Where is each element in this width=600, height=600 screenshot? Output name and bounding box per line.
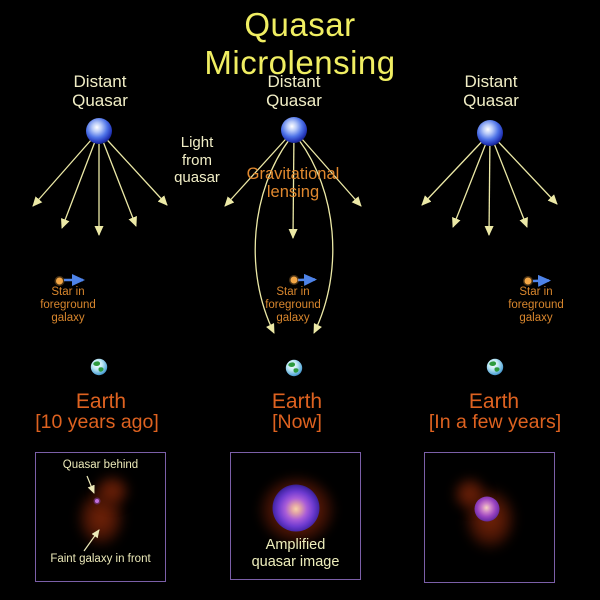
distant-quasar-label-future: Distant Quasar xyxy=(463,72,519,110)
earth-icon-past xyxy=(90,358,108,376)
earth-icon-future xyxy=(486,358,504,376)
galaxy-blob xyxy=(88,469,136,513)
observation-panel-now: Amplified quasar image xyxy=(230,452,361,580)
light-rays-future xyxy=(421,132,558,236)
star-motion-arrow xyxy=(532,274,551,287)
star-past xyxy=(54,274,85,286)
star-foreground-label-now: Star in foreground galaxy xyxy=(265,286,321,324)
star-glow xyxy=(289,275,299,285)
star-dot-icon xyxy=(56,277,63,285)
star-glow xyxy=(54,276,65,286)
observation-panel-past: Quasar behind Faint galaxy in front xyxy=(35,452,166,582)
light-rays-past xyxy=(32,130,168,236)
star-foreground-label-past: Star in foreground galaxy xyxy=(40,286,96,324)
gravitational-lensing-label: Gravitational lensing xyxy=(246,165,340,201)
earth-label-future: Earth xyxy=(468,390,520,413)
observation-panel-future xyxy=(424,452,555,583)
quasar-sphere-past xyxy=(86,118,112,144)
time-label-past: [10 years ago] xyxy=(35,411,159,433)
distant-quasar-label-past: Distant Quasar xyxy=(72,72,128,110)
star-future xyxy=(523,274,551,287)
star-motion-arrow xyxy=(297,273,317,286)
earth-label-now: Earth xyxy=(271,390,323,413)
earth-label-past: Earth xyxy=(75,390,127,413)
star-foreground-label-future: Star in foreground galaxy xyxy=(508,286,564,324)
star-dot-icon xyxy=(524,277,532,285)
faint-galaxy-label: Faint galaxy in front xyxy=(50,553,151,565)
star-now xyxy=(289,273,317,286)
distant-quasar-label-now: Distant Quasar xyxy=(266,72,322,110)
amplified-quasar-caption: Amplified quasar image xyxy=(251,537,340,570)
star-dot-icon xyxy=(290,276,298,284)
light-from-quasar-label: Light from quasar xyxy=(174,134,220,186)
quasar-sphere-now xyxy=(281,117,307,143)
star-glow xyxy=(523,276,533,286)
galaxy-blob xyxy=(447,471,493,517)
earth-icon-now xyxy=(285,359,303,377)
quasar-behind-label: Quasar behind xyxy=(62,459,139,471)
quasar-sphere-future xyxy=(477,120,503,146)
page-title: Quasar Microlensing xyxy=(204,6,396,81)
time-label-now: [Now] xyxy=(272,411,322,433)
time-label-future: [In a few years] xyxy=(428,411,562,433)
